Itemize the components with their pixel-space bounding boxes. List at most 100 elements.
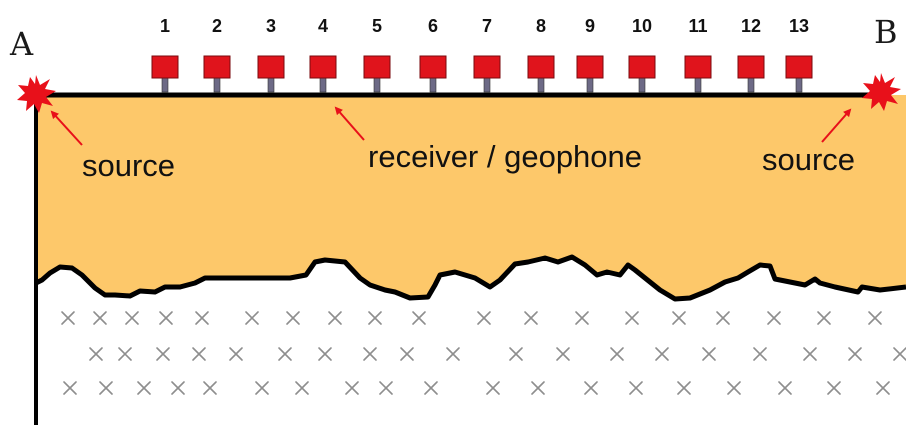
geophone-box-icon (419, 55, 447, 79)
bedrock-cross (318, 347, 332, 361)
bedrock-cross (159, 311, 173, 325)
bedrock-cross (556, 347, 570, 361)
endpoint-b-label: B (874, 13, 898, 51)
receiver-unit: 8 (527, 16, 555, 93)
geophone-box-icon (151, 55, 179, 79)
bedrock-cross (778, 381, 792, 395)
bedrock-cross (400, 347, 414, 361)
geophone-box-icon (527, 55, 555, 79)
bedrock-cross (486, 381, 500, 395)
bedrock-cross (368, 311, 382, 325)
receiver-number: 7 (482, 16, 492, 36)
bedrock-cross (817, 311, 831, 325)
bedrock-cross (803, 347, 817, 361)
bedrock-cross (295, 381, 309, 395)
geophone-box-icon (737, 55, 765, 79)
bedrock-cross (677, 381, 691, 395)
soil-layer (36, 95, 906, 299)
receiver-unit: 6 (419, 16, 447, 93)
receiver-unit: 9 (576, 16, 604, 93)
bedrock-cross (255, 381, 269, 395)
source-left-label: source (82, 148, 175, 183)
bedrock-cross (195, 311, 209, 325)
receiver-number: 8 (536, 16, 546, 36)
receiver-number: 13 (789, 16, 809, 36)
bedrock-cross (286, 311, 300, 325)
source-right-label: source (762, 142, 855, 177)
source-left-icon (17, 75, 56, 113)
bedrock-cross (727, 381, 741, 395)
bedrock-cross (345, 381, 359, 395)
bedrock-cross (531, 381, 545, 395)
receiver-number: 10 (632, 16, 652, 36)
geophone-box-icon (785, 55, 813, 79)
bedrock-cross (118, 347, 132, 361)
receiver-number: 2 (212, 16, 222, 36)
receiver-geophone-label: receiver / geophone (368, 139, 642, 174)
geophone-box-icon (684, 55, 712, 79)
receiver-number: 12 (741, 16, 761, 36)
bedrock-cross (363, 347, 377, 361)
bedrock-cross (61, 311, 75, 325)
bedrock-cross (868, 311, 882, 325)
receiver-number: 4 (318, 16, 328, 36)
source-left-arrow (50, 110, 83, 146)
bedrock-cross (629, 381, 643, 395)
receiver-number: 1 (160, 16, 170, 36)
receiver-unit: 11 (684, 16, 712, 93)
bedrock-cross (610, 347, 624, 361)
bedrock-cross (893, 347, 906, 361)
bedrock-cross (171, 381, 185, 395)
bedrock-cross (702, 347, 716, 361)
receiver-unit: 5 (363, 16, 391, 93)
bedrock-cross (716, 311, 730, 325)
bedrock-cross (876, 381, 890, 395)
receiver-number: 6 (428, 16, 438, 36)
endpoint-a-label: A (9, 25, 34, 63)
receiver-unit: 3 (257, 16, 285, 93)
geophone-box-icon (309, 55, 337, 79)
geophone-box-icon (473, 55, 501, 79)
receiver-unit: 1 (151, 16, 179, 93)
bedrock-cross (524, 311, 538, 325)
receiver-unit: 13 (785, 16, 813, 93)
bedrock-cross (767, 311, 781, 325)
bedrock-cross (753, 347, 767, 361)
bedrock-cross (848, 347, 862, 361)
bedrock-cross (446, 347, 460, 361)
bedrock-cross (203, 381, 217, 395)
bedrock-cross (584, 381, 598, 395)
bedrock-cross (477, 311, 491, 325)
bedrock-cross (156, 347, 170, 361)
bedrock-cross (655, 347, 669, 361)
bedrock-cross (575, 311, 589, 325)
bedrock-cross (412, 311, 426, 325)
receiver-unit: 4 (309, 16, 337, 93)
receiver-arrow (334, 106, 365, 141)
bedrock-cross (424, 381, 438, 395)
bedrock-cross (89, 347, 103, 361)
bedrock-cross (245, 311, 259, 325)
geophone-box-icon (363, 55, 391, 79)
bedrock-cross (192, 347, 206, 361)
bedrock-cross (278, 347, 292, 361)
bedrock-cross (63, 381, 77, 395)
bedrock-cross (328, 311, 342, 325)
bedrock-cross (827, 381, 841, 395)
bedrock-crosses (61, 311, 906, 395)
bedrock-cross (125, 311, 139, 325)
source-right-icon (862, 73, 901, 111)
receiver-number: 9 (585, 16, 595, 36)
receiver-unit: 12 (737, 16, 765, 93)
bedrock-cross (99, 381, 113, 395)
bedrock-cross (509, 347, 523, 361)
bedrock-cross (672, 311, 686, 325)
bedrock-cross (93, 311, 107, 325)
source-right-arrow (821, 108, 852, 143)
receiver-unit: 10 (628, 16, 656, 93)
receiver-number: 5 (372, 16, 382, 36)
geophone-box-icon (257, 55, 285, 79)
